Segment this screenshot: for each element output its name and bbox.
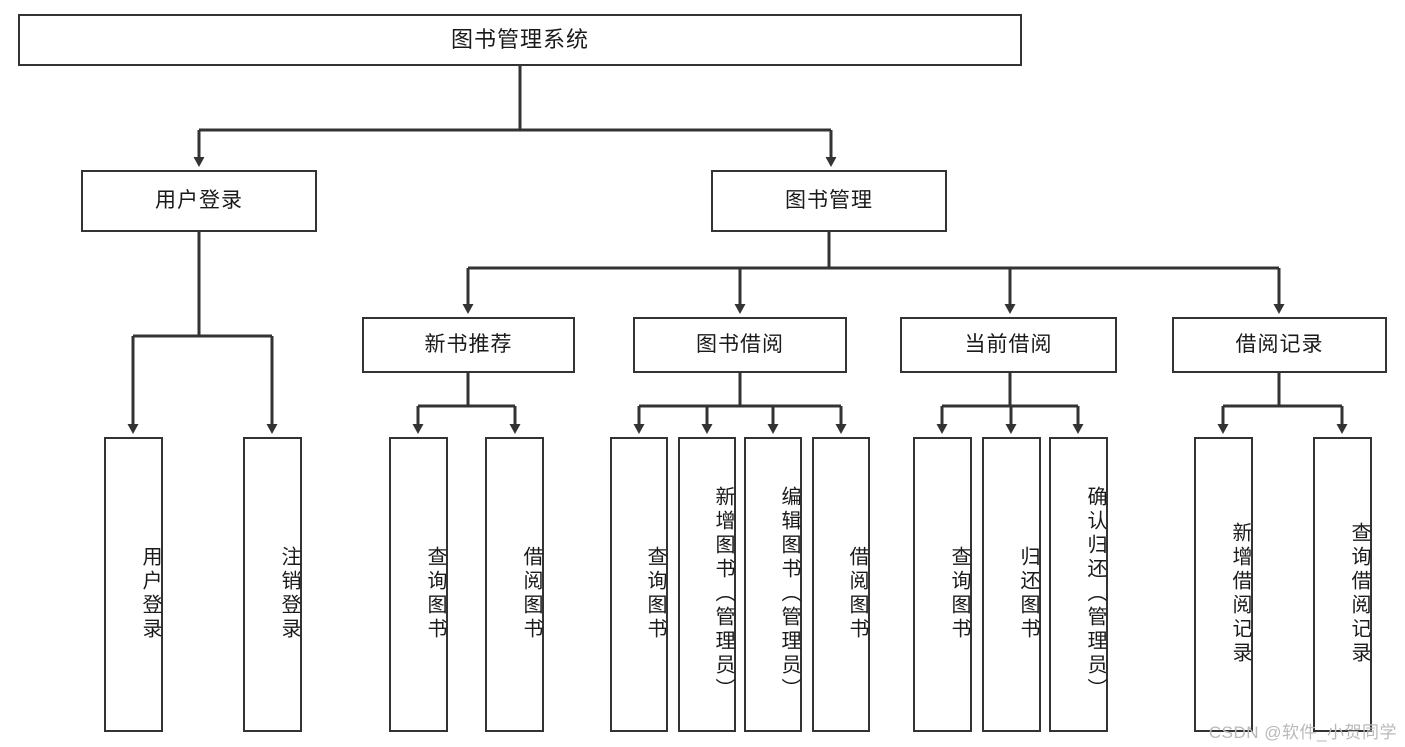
leaf-user-logout-label: 注销登录	[278, 545, 300, 642]
leaf-add-record-label: 新增借阅记录	[1229, 521, 1251, 666]
node-book-manage[interactable]: 图书管理	[711, 170, 947, 232]
node-root[interactable]: 图书管理系统	[18, 14, 1022, 66]
leaf-borrow-book-1-label: 借阅图书	[520, 545, 542, 642]
node-book-borrow[interactable]: 图书借阅	[633, 317, 847, 373]
leaf-borrow-book-1[interactable]: 借阅图书	[485, 437, 544, 732]
node-borrow-record-label: 借阅记录	[1235, 333, 1324, 357]
node-user-login-label: 用户登录	[155, 189, 243, 213]
leaf-borrow-book-2[interactable]: 借阅图书	[812, 437, 870, 732]
leaf-query-book-3[interactable]: 查询图书	[913, 437, 972, 732]
leaf-query-book-3-label: 查询图书	[948, 545, 970, 642]
leaf-query-book-2-label: 查询图书	[644, 545, 666, 642]
leaf-query-book-2[interactable]: 查询图书	[610, 437, 668, 732]
node-user-login[interactable]: 用户登录	[81, 170, 317, 232]
node-book-manage-label: 图书管理	[785, 189, 873, 213]
node-current-borrow-label: 当前借阅	[964, 333, 1053, 357]
leaf-user-login-label: 用户登录	[139, 545, 161, 642]
node-current-borrow[interactable]: 当前借阅	[900, 317, 1117, 373]
leaf-add-book-label: 新增图书（管理员）	[712, 485, 734, 702]
leaf-return-book[interactable]: 归还图书	[982, 437, 1041, 732]
leaf-confirm-return[interactable]: 确认归还（管理员）	[1049, 437, 1108, 732]
node-borrow-record[interactable]: 借阅记录	[1172, 317, 1387, 373]
leaf-query-book-1-label: 查询图书	[424, 545, 446, 642]
leaf-add-book[interactable]: 新增图书（管理员）	[678, 437, 736, 732]
leaf-borrow-book-2-label: 借阅图书	[846, 545, 868, 642]
node-book-borrow-label: 图书借阅	[696, 333, 784, 357]
leaf-query-record[interactable]: 查询借阅记录	[1313, 437, 1372, 732]
leaf-add-record[interactable]: 新增借阅记录	[1194, 437, 1253, 732]
node-new-book-recommend[interactable]: 新书推荐	[362, 317, 575, 373]
leaf-edit-book-label: 编辑图书（管理员）	[778, 485, 800, 702]
node-root-label: 图书管理系统	[450, 26, 589, 52]
leaf-user-logout[interactable]: 注销登录	[243, 437, 302, 732]
leaf-confirm-return-label: 确认归还（管理员）	[1084, 485, 1106, 702]
leaf-query-record-label: 查询借阅记录	[1348, 521, 1370, 666]
leaf-query-book-1[interactable]: 查询图书	[389, 437, 448, 732]
leaf-user-login[interactable]: 用户登录	[104, 437, 163, 732]
leaf-return-book-label: 归还图书	[1017, 545, 1039, 642]
leaf-edit-book[interactable]: 编辑图书（管理员）	[744, 437, 802, 732]
node-new-book-recommend-label: 新书推荐	[424, 333, 513, 357]
watermark: CSDN @软件_小贺同学	[1208, 723, 1397, 742]
